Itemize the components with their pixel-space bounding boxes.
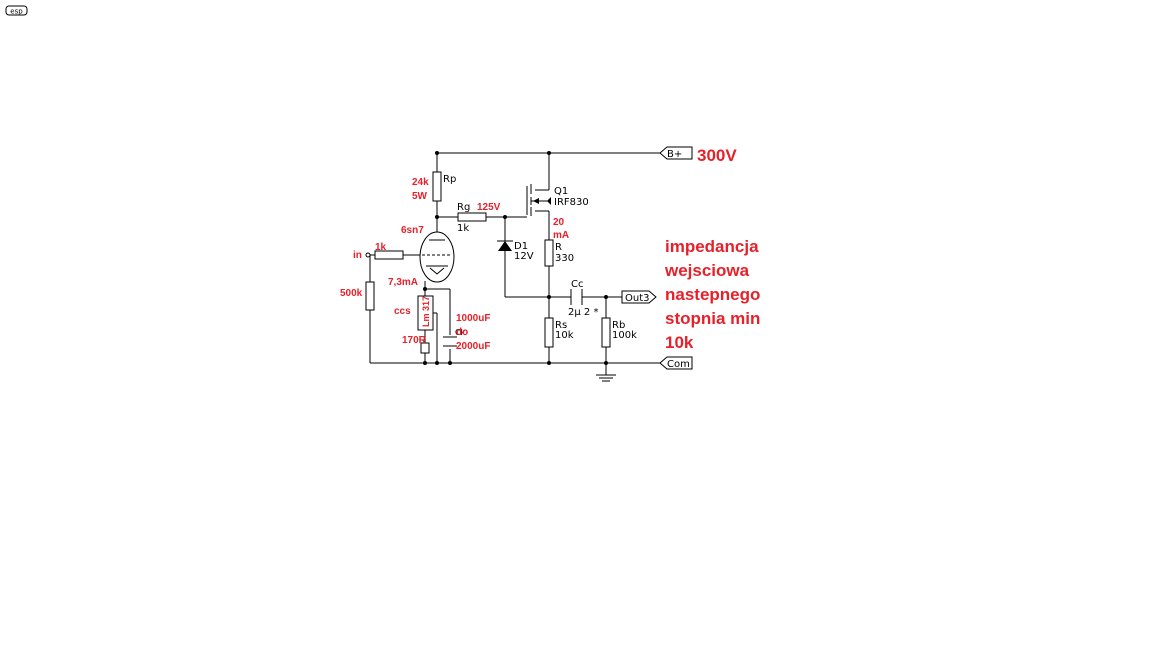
- junction-dot: [448, 361, 452, 365]
- current-label-line1: 20: [553, 217, 565, 228]
- grid-voltage-label: 125V: [477, 202, 501, 213]
- input-terminal: [365, 252, 371, 258]
- resistor-r: [544, 239, 554, 267]
- note-line2: wejsciowa: [664, 261, 750, 280]
- junction-dot: [547, 151, 551, 155]
- port-b-plus: B+: [659, 146, 693, 160]
- port-b-plus-shape: [659, 146, 693, 160]
- wires: [369, 152, 660, 375]
- mosfet-q1: [526, 184, 551, 216]
- junction-dot: [604, 295, 608, 299]
- resistor-170r: [420, 342, 430, 354]
- tube-label: 6sn7: [401, 225, 424, 236]
- junction-dot: [435, 151, 439, 155]
- capacitor-ck: [443, 336, 457, 347]
- rb-name: Rb: [612, 320, 625, 331]
- rs-name: Rs: [555, 320, 567, 331]
- grid-resistor-label: 1k: [375, 242, 387, 253]
- esp-logo: esp: [5, 5, 28, 16]
- regulator-label: Lm 317: [421, 296, 431, 327]
- ccs-label: ccs: [394, 306, 411, 317]
- junction-dot: [423, 287, 427, 291]
- resistor-rg: [457, 212, 487, 222]
- rp-name: Rp: [443, 174, 456, 185]
- q1-value: IRF830: [554, 197, 589, 208]
- cap-label-line3: 2000uF: [456, 341, 490, 352]
- resistor-rp: [432, 171, 442, 202]
- cathode-resistor-label: 170R: [402, 335, 427, 346]
- supply-voltage-label: 300V: [697, 146, 737, 165]
- capacitor-cc: [570, 289, 583, 305]
- cap-label-line2: do: [456, 327, 468, 338]
- mosfet-diode-mark: [547, 197, 551, 205]
- port-com-shape: [659, 356, 693, 370]
- rp-power-label: 5W: [412, 191, 428, 202]
- port-out-shape: [621, 290, 657, 304]
- resistor-500k: [365, 281, 375, 311]
- cc-value: 2µ 2 *: [568, 307, 598, 318]
- rp-value-label: 24k: [412, 177, 429, 188]
- cc-name: Cc: [571, 279, 583, 290]
- junction-dot: [604, 361, 608, 365]
- port-com-label: Com: [667, 359, 690, 370]
- junction-dot: [547, 361, 551, 365]
- cap-label-line1: 1000uF: [456, 313, 490, 324]
- port-com: Com: [659, 356, 693, 370]
- zener-d1: [497, 240, 513, 251]
- zener-triangle: [498, 241, 512, 251]
- ground-symbol: [596, 374, 616, 382]
- junction-dot: [503, 215, 507, 219]
- junction-dot: [547, 295, 551, 299]
- regulator-lm317: [417, 295, 434, 331]
- note-line3: nastepnego: [665, 285, 760, 304]
- input-resistor-label: 500k: [340, 288, 363, 299]
- d1-value: 12V: [514, 251, 534, 262]
- rg-name: Rg: [457, 202, 470, 213]
- port-out-label: Out3: [625, 293, 650, 304]
- resistor-grid-1k: [374, 250, 404, 260]
- tube-6sn7: [419, 231, 455, 283]
- port-b-plus-label: B+: [667, 149, 682, 160]
- note-line4: stopnia min: [665, 309, 760, 328]
- resistor-rb: [601, 317, 611, 348]
- resistor-rs: [544, 317, 554, 348]
- junction-dots: [365, 151, 608, 365]
- rs-value: 10k: [555, 330, 574, 341]
- cathode-current-label: 7,3mA: [388, 277, 418, 288]
- current-label-line2: mA: [553, 230, 569, 241]
- r-name: R: [555, 242, 562, 253]
- tube-heater: [429, 267, 445, 275]
- input-label: in: [353, 250, 362, 261]
- port-out: Out3: [621, 290, 657, 304]
- junction-dot: [435, 361, 439, 365]
- note-line1: impedancja: [665, 237, 759, 256]
- mosfet-arrow: [533, 198, 539, 204]
- r-value: 330: [555, 253, 574, 264]
- junction-dot: [435, 215, 439, 219]
- esp-logo-text: esp: [10, 8, 23, 16]
- junction-dot: [423, 361, 427, 365]
- rg-value: 1k: [457, 223, 469, 234]
- q1-name: Q1: [554, 186, 568, 197]
- rb-value: 100k: [612, 330, 637, 341]
- note-line5: 10k: [665, 333, 694, 352]
- d1-name: D1: [514, 241, 528, 252]
- ck-name: Ck: [455, 328, 466, 337]
